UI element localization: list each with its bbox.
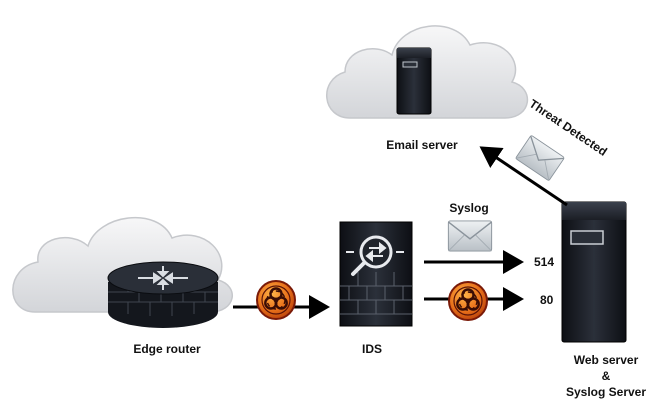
biohazard-icon [256, 280, 296, 320]
web-server-label: Web server [574, 353, 639, 367]
ids-icon [339, 221, 413, 327]
syslog-server-label: Syslog Server [566, 385, 646, 399]
web-port-label: 80 [540, 293, 554, 307]
envelope-icon [447, 220, 493, 252]
email-server-icon [396, 47, 432, 115]
magnifier-swap-icon [365, 241, 387, 263]
edge-router-icon [107, 261, 219, 328]
syslog-port-label: 514 [534, 255, 554, 269]
ids-label: IDS [362, 342, 382, 356]
web-server-ampersand: & [602, 369, 611, 383]
web-server-icon [561, 201, 627, 343]
alert-arrow [479, 146, 568, 207]
edge-router-label: Edge router [133, 342, 201, 356]
email-server-label: Email server [386, 138, 458, 152]
syslog-label: Syslog [449, 201, 488, 215]
biohazard-icon [448, 281, 488, 321]
